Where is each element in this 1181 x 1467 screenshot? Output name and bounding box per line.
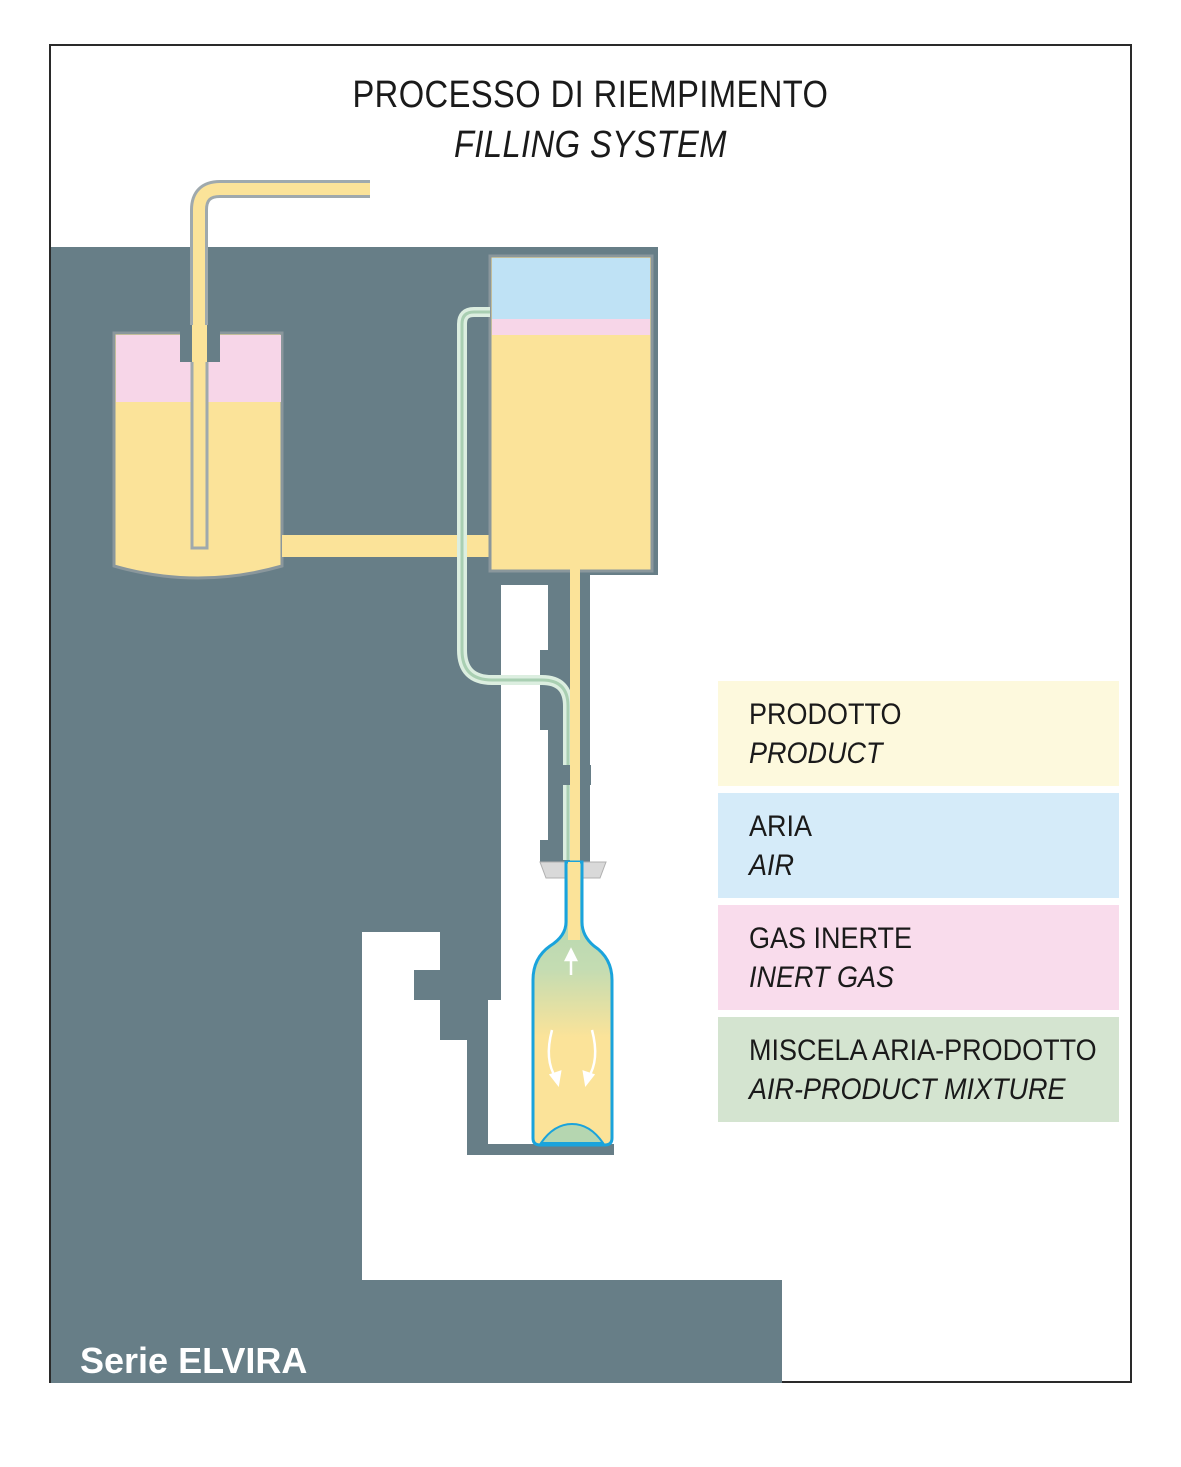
product-connecting-pipe bbox=[282, 535, 491, 557]
legend-label-english: PRODUCT bbox=[749, 737, 883, 770]
right-tank-inert-gas bbox=[492, 319, 650, 335]
legend-label-italian: GAS INERTE bbox=[749, 922, 913, 955]
right-tank-air bbox=[492, 258, 650, 319]
legend-air: ARIA AIR bbox=[718, 793, 1119, 898]
legend-mixture: MISCELA ARIA-PRODOTTO AIR-PRODUCT MIXTUR… bbox=[718, 1017, 1119, 1122]
nozzle-valve bbox=[548, 765, 591, 785]
legend-label-italian: MISCELA ARIA-PRODOTTO bbox=[749, 1034, 1097, 1067]
legend-label-english: AIR bbox=[749, 849, 795, 882]
title-english: FILLING SYSTEM bbox=[453, 124, 727, 166]
legend-label-english: AIR-PRODUCT MIXTURE bbox=[749, 1073, 1066, 1106]
filling-tube bbox=[570, 568, 580, 868]
flow-arrows bbox=[547, 947, 597, 1088]
legend-label-italian: ARIA bbox=[749, 810, 813, 843]
legend-label-english: INERT GAS bbox=[749, 961, 895, 994]
legend-product: PRODOTTO PRODUCT bbox=[718, 681, 1119, 786]
title-italian: PROCESSO DI RIEMPIMENTO bbox=[352, 74, 829, 116]
series-label: Serie ELVIRA bbox=[80, 1340, 308, 1381]
legend-inert-gas: GAS INERTE INERT GAS bbox=[718, 905, 1119, 1010]
bottle-pedestal bbox=[467, 1144, 614, 1155]
bottle-support-column bbox=[467, 1000, 488, 1150]
legend-label-italian: PRODOTTO bbox=[749, 698, 902, 731]
